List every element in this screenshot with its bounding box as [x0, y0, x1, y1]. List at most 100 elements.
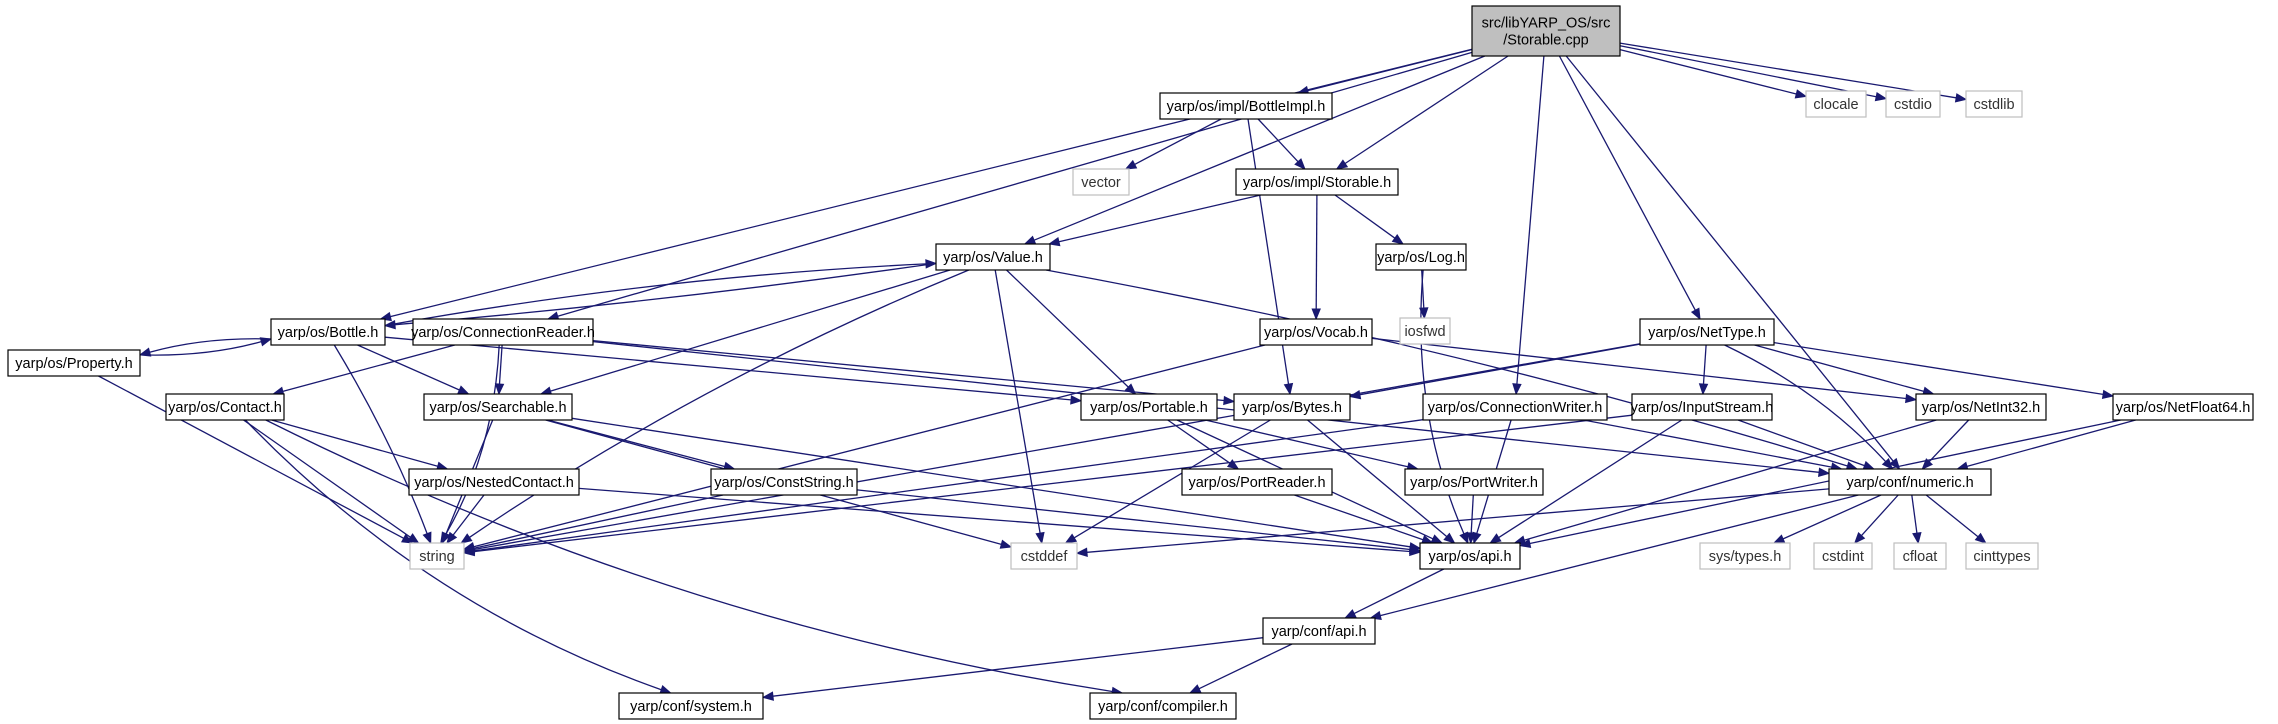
node-storableh[interactable]: yarp/os/impl/Storable.h: [1235, 168, 1399, 196]
node-bottleimpl[interactable]: yarp/os/impl/BottleImpl.h: [1159, 92, 1333, 120]
edge-arrowhead: [1226, 459, 1240, 470]
edge-bottle-to-property: [138, 338, 272, 357]
node-vocab[interactable]: yarp/os/Vocab.h: [1259, 318, 1373, 346]
node-label: yarp/conf/numeric.h: [1846, 475, 1973, 491]
node-label: yarp/os/Value.h: [943, 250, 1043, 266]
node-portreader[interactable]: yarp/os/PortReader.h: [1181, 468, 1333, 496]
node-label: yarp/conf/api.h: [1271, 624, 1366, 640]
edge-arrowhead: [1459, 531, 1469, 545]
node-box: [710, 468, 858, 496]
edge-arrowhead: [1518, 538, 1532, 549]
node-box: [1915, 393, 2047, 421]
edge-nettype-to-netint32: [1754, 344, 1935, 396]
node-systypes: sys/types.h: [1699, 542, 1791, 570]
edge-arrowhead: [1023, 235, 1037, 245]
node-inputstream[interactable]: yarp/os/InputStream.h: [1631, 393, 1774, 421]
edge-arrowhead: [460, 533, 473, 544]
node-label: cfloat: [1903, 549, 1938, 565]
edge-nettype-to-netfloat64: [1773, 341, 2115, 400]
edge-value-to-cstddef: [994, 269, 1045, 545]
edge-line: [578, 487, 1411, 553]
edge-numeric-to-cstddef: [1075, 488, 1830, 557]
node-connwriter[interactable]: yarp/os/ConnectionWriter.h: [1422, 393, 1608, 421]
edge-bottle-to-value: [384, 259, 938, 327]
node-label: yarp/os/PortReader.h: [1188, 475, 1325, 491]
edge-storableh-to-value: [1047, 194, 1261, 247]
node-log[interactable]: yarp/os/Log.h: [1375, 243, 1467, 271]
node-iosfwd: iosfwd: [1399, 317, 1451, 345]
edge-line: [1045, 269, 1848, 467]
node-box: [935, 243, 1051, 271]
node-label: yarp/os/Log.h: [1377, 250, 1465, 266]
edge-line: [1421, 269, 1425, 309]
node-api[interactable]: yarp/os/api.h: [1419, 542, 1521, 570]
node-label: clocale: [1813, 97, 1858, 113]
node-bytes[interactable]: yarp/os/Bytes.h: [1233, 393, 1351, 421]
edge-line: [473, 419, 1424, 552]
edge-line: [547, 419, 725, 468]
edge-line: [1033, 55, 1486, 241]
edge-line: [557, 51, 1473, 317]
edge-line: [473, 494, 724, 549]
node-contact[interactable]: yarp/os/Contact.h: [165, 393, 285, 421]
edge-vocab-to-netint32: [1371, 337, 1918, 404]
edge-line: [149, 338, 272, 353]
edge-portable-to-portreader: [1167, 419, 1240, 470]
edge-arrowhead: [999, 539, 1013, 549]
edge-arrowhead: [1874, 91, 1888, 102]
edge-line: [1380, 494, 1859, 617]
edge-line: [1167, 419, 1231, 464]
edge-netfloat64-to-api: [1518, 419, 2121, 549]
edge-root-to-storableh: [1335, 55, 1509, 170]
edge-bottleimpl-to-bytes: [1247, 118, 1294, 396]
edge-arrowhead: [1466, 532, 1476, 545]
edge-line: [384, 336, 1072, 401]
node-netint32[interactable]: yarp/os/NetInt32.h: [1915, 393, 2047, 421]
node-box: [1639, 318, 1775, 346]
node-numeric[interactable]: yarp/conf/numeric.h: [1828, 468, 1992, 496]
edge-line: [271, 419, 438, 467]
node-nestedcontact[interactable]: yarp/os/NestedContact.h: [408, 468, 580, 496]
node-nettype[interactable]: yarp/os/NetType.h: [1639, 318, 1775, 346]
edge-line: [1754, 344, 1925, 393]
edge-bottle-to-portable: [384, 336, 1083, 405]
edge-api-to-confapi: [1343, 568, 1445, 619]
edge-line: [452, 494, 485, 536]
edge-numeric-to-cinttypes: [1925, 494, 1987, 544]
edge-arrowhead: [761, 691, 774, 701]
node-box: [1089, 692, 1237, 720]
node-label: yarp/os/Property.h: [15, 356, 132, 372]
edge-arrowhead: [1512, 383, 1522, 396]
node-property[interactable]: yarp/os/Property.h: [7, 349, 141, 377]
node-compiler[interactable]: yarp/conf/compiler.h: [1089, 692, 1237, 720]
node-box: [1965, 542, 2039, 570]
edge-arrowhead: [1443, 532, 1456, 544]
node-confapi[interactable]: yarp/conf/api.h: [1262, 617, 1376, 645]
edge-arrowhead: [1064, 533, 1078, 544]
edge-line: [1619, 42, 1957, 99]
edge-line: [1294, 494, 1424, 541]
node-bottle[interactable]: yarp/os/Bottle.h: [270, 318, 386, 346]
node-label: yarp/os/impl/BottleImpl.h: [1167, 99, 1326, 115]
edge-line: [1006, 269, 1129, 388]
edge-line: [1344, 55, 1509, 165]
node-portable[interactable]: yarp/os/Portable.h: [1080, 393, 1218, 421]
node-value[interactable]: yarp/os/Value.h: [935, 243, 1051, 271]
edge-line: [473, 344, 1266, 548]
node-box: [1233, 393, 1351, 421]
edge-arrowhead: [462, 543, 476, 553]
edge-portreader-to-api: [1294, 494, 1434, 545]
edge-netint32-to-numeric: [1921, 419, 1970, 470]
node-searchable[interactable]: yarp/os/Searchable.h: [423, 393, 573, 421]
node-connreader[interactable]: yarp/os/ConnectionReader.h: [411, 318, 595, 346]
node-root[interactable]: src/libYARP_OS/src/Storable.cpp: [1471, 5, 1621, 57]
node-system[interactable]: yarp/conf/system.h: [618, 692, 764, 720]
node-box: [1159, 92, 1333, 120]
node-netfloat64[interactable]: yarp/os/NetFloat64.h: [2112, 393, 2254, 421]
edge-arrowhead: [1223, 395, 1236, 406]
node-conststring[interactable]: yarp/os/ConstString.h: [710, 468, 858, 496]
edge-line: [1773, 341, 2104, 396]
node-portwriter[interactable]: yarp/os/PortWriter.h: [1404, 468, 1544, 496]
edge-arrowhead: [659, 685, 672, 695]
